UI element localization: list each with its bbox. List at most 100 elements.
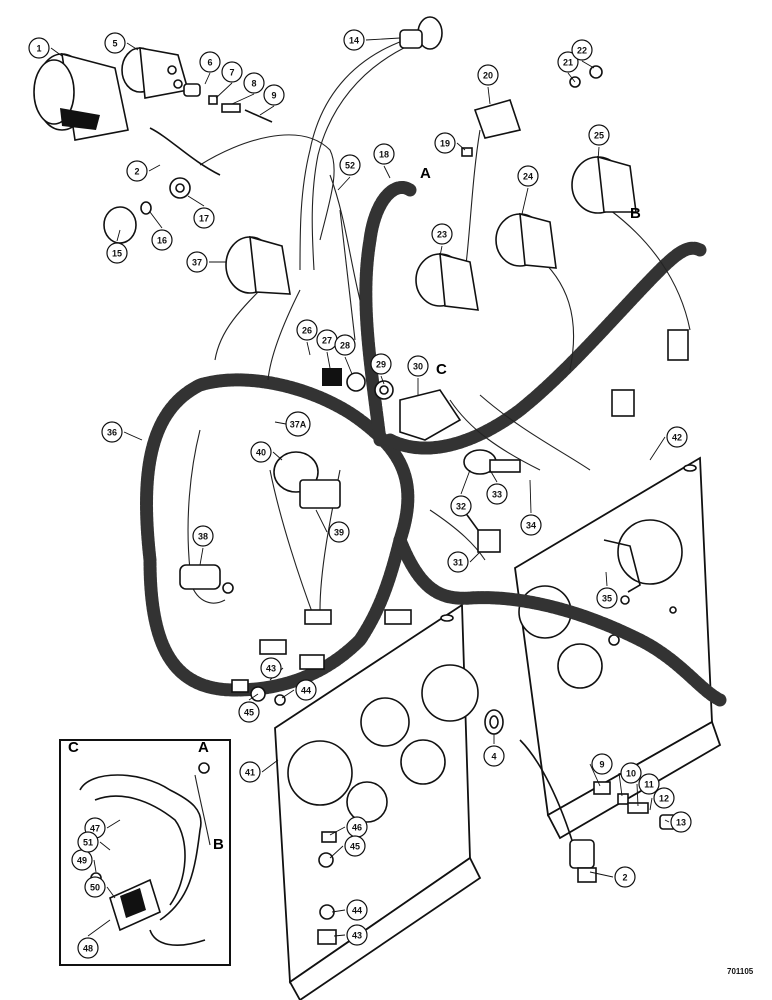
callout-circle (199, 51, 221, 73)
callout-number: 5 (112, 39, 117, 49)
callout-circle (447, 551, 469, 573)
callout-circle (557, 51, 579, 73)
tach-cable-2 (149, 127, 597, 883)
leader-line (93, 859, 97, 873)
callout-circle (591, 753, 613, 775)
callout-1: 1 (28, 37, 50, 59)
callout-circle (285, 411, 311, 437)
callout-number: 43 (352, 931, 362, 941)
leader-line (383, 165, 391, 179)
callout-number: 13 (676, 818, 686, 828)
leader-line (204, 72, 211, 85)
leader-line (187, 195, 205, 207)
instrument-panel-right (514, 456, 722, 840)
callout-51: 51 (77, 831, 99, 853)
sender-38 (179, 564, 234, 594)
callout-circle (614, 866, 636, 888)
leader-line (306, 341, 311, 356)
callout-38: 38 (192, 525, 214, 547)
callout-number: 31 (453, 558, 463, 568)
callout-number: 8 (251, 79, 256, 89)
leader-line (605, 571, 608, 587)
callout-25: 25 (588, 124, 610, 146)
callout-number: 20 (483, 71, 493, 81)
reference-letter-a: A (198, 739, 209, 756)
leader-line (618, 772, 623, 797)
reference-letter-b: B (213, 836, 224, 853)
callout-number: 47 (90, 824, 100, 834)
callout-number: 22 (577, 46, 587, 56)
callout-circle (101, 421, 123, 443)
gauge-1 (33, 52, 129, 141)
fasteners-left-panel (231, 679, 337, 945)
callout-42: 42 (666, 426, 688, 448)
relay-40-39 (273, 451, 341, 509)
callout-circle (84, 876, 106, 898)
instrument-panel-left (274, 603, 482, 1000)
leader-line (123, 431, 143, 441)
leader-line (116, 229, 121, 242)
callout-number: 10 (626, 769, 636, 779)
ignition-switch-c (399, 389, 462, 441)
leader-line (589, 871, 614, 878)
callout-number: 45 (350, 842, 360, 852)
callout-number: 38 (198, 532, 208, 542)
gauge-5 (121, 47, 190, 99)
leader-line (649, 797, 653, 811)
callout-circle (596, 587, 618, 609)
callout-circle (517, 165, 539, 187)
callout-circle (28, 37, 50, 59)
callout-number: 36 (107, 428, 117, 438)
callout-number: 46 (352, 823, 362, 833)
callout-number: 21 (563, 58, 573, 68)
leader-line (344, 356, 353, 375)
callout-number: 37A (290, 420, 307, 430)
callout-29: 29 (370, 353, 392, 375)
callout-circle (344, 835, 366, 857)
callout-24: 24 (517, 165, 539, 187)
callout-10: 10 (620, 762, 642, 784)
callout-number: 19 (440, 139, 450, 149)
callout-23: 23 (431, 223, 453, 245)
leader-line (315, 509, 328, 533)
leader-line (636, 783, 639, 807)
leader-line (456, 142, 466, 151)
callout-31: 31 (447, 551, 469, 573)
callout-45: 45 (238, 701, 260, 723)
callout-circle (77, 937, 99, 959)
lamp-15-16 (103, 201, 152, 244)
callout-number: 34 (526, 521, 536, 531)
callout-number: 35 (602, 594, 612, 604)
main-wiring-harness (140, 181, 727, 707)
callout-46: 46 (346, 816, 368, 838)
callout-circle (370, 353, 392, 375)
callout-circle (486, 483, 508, 505)
leader-line (329, 845, 344, 859)
leader-line (380, 375, 385, 385)
sender-14 (399, 16, 443, 50)
grommet-4 (484, 709, 504, 735)
leader-line (469, 551, 481, 563)
callout-number: 25 (594, 131, 604, 141)
callout-7: 7 (221, 61, 243, 83)
callout-20: 20 (477, 64, 499, 86)
leader-line (274, 421, 287, 425)
callout-17: 17 (193, 207, 215, 229)
leader-line (106, 819, 121, 829)
leader-line (460, 469, 471, 495)
leader-line (248, 693, 259, 701)
callout-6: 6 (199, 51, 221, 73)
callout-number: 51 (83, 838, 93, 848)
bracket-27-30 (322, 368, 394, 400)
leader-line (581, 60, 595, 69)
leader-line (487, 86, 491, 105)
callout-circle (407, 355, 429, 377)
callout-number: 23 (437, 230, 447, 240)
callout-14: 14 (343, 29, 365, 51)
switch-20 (461, 99, 522, 157)
callout-37: 37 (186, 251, 208, 273)
leader-line (489, 469, 498, 483)
callout-circle (221, 61, 243, 83)
leader-line (149, 211, 163, 229)
callout-2: 2 (614, 866, 636, 888)
